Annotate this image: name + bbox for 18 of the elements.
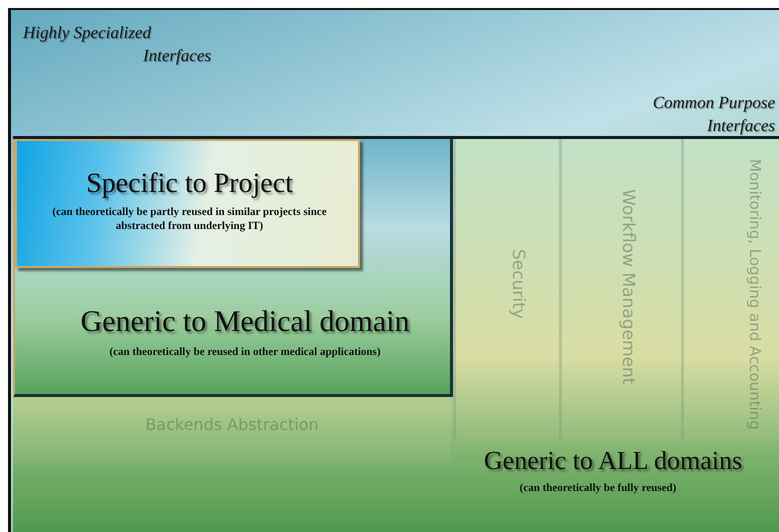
layer-box — [15, 139, 360, 268]
column-band — [453, 139, 559, 439]
layer-box — [13, 139, 453, 397]
column-heading: Workflow Management — [618, 189, 638, 384]
tier-heading: Specific to Project — [85, 169, 294, 200]
tier-heading: Generic to Medical domain — [79, 305, 411, 338]
corner-label: Common Purpose Interfaces — [652, 92, 775, 137]
corner-label: Highly Specialized Interfaces — [23, 22, 212, 67]
tier-note: (can theoretically be reused in other medical applications) — [108, 345, 382, 360]
column-heading: Monitoring, Logging and Accounting — [746, 159, 764, 430]
tier-note: (can theoretically be fully reused) — [518, 481, 678, 496]
column-band — [681, 139, 779, 439]
layer-area — [13, 136, 779, 532]
tier-heading: Generic to ALL domains — [482, 447, 744, 476]
column-band — [559, 139, 681, 439]
column-heading: Security — [508, 249, 528, 319]
row-band — [13, 401, 451, 465]
tier-note: (can theoretically be partly reused in similar projects since abstracted from underlying IT) — [51, 205, 328, 234]
